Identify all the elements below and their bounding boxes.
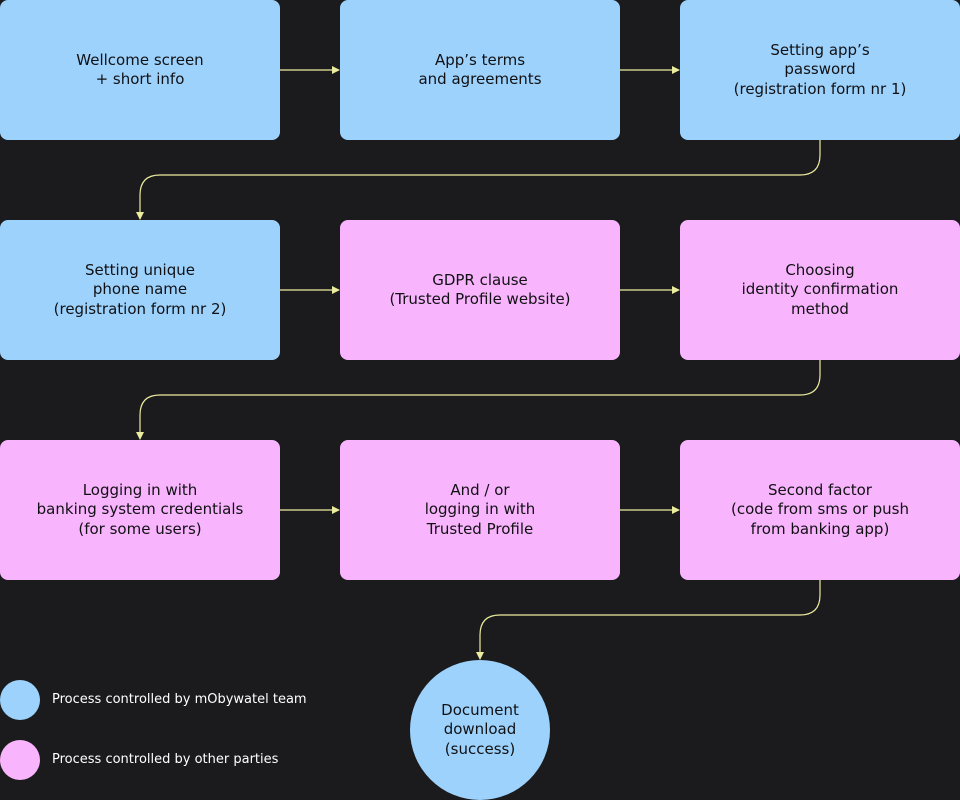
node-terms-and-agreements: App’s terms and agreements [340,0,620,140]
legend-team-label: Process controlled by mObywatel team [52,692,307,707]
arrow-identity-method-to-banking-login [136,360,821,440]
node-setting-password: Setting app’s password (registration for… [680,0,960,140]
node-second-factor-label: Second factor (code from sms or push fro… [731,480,909,538]
node-terms-and-agreements-label: App’s terms and agreements [418,50,542,89]
node-welcome-screen: Wellcome screen + short info [0,0,280,140]
node-banking-login-label: Logging in with banking system credentia… [36,480,244,538]
legend-other-swatch [0,740,40,780]
node-gdpr-clause-label: GDPR clause (Trusted Profile website) [389,270,571,309]
arrow-second-factor-to-download [476,580,821,660]
node-setting-phone-name-label: Setting unique phone name (registration … [53,260,227,318]
node-identity-method: Choosing identity confirmation method [680,220,960,360]
node-trusted-profile-login-label: And / or logging in with Trusted Profile [424,480,536,538]
node-document-download: Document download (success) [410,660,550,800]
node-welcome-screen-label: Wellcome screen + short info [76,50,204,89]
node-setting-phone-name: Setting unique phone name (registration … [0,220,280,360]
node-document-download-label: Document download (success) [441,700,519,758]
arrow-password-to-phone-name [136,140,821,220]
node-trusted-profile-login: And / or logging in with Trusted Profile [340,440,620,580]
node-setting-password-label: Setting app’s password (registration for… [733,40,907,98]
legend-other-label: Process controlled by other parties [52,752,279,767]
node-gdpr-clause: GDPR clause (Trusted Profile website) [340,220,620,360]
node-identity-method-label: Choosing identity confirmation method [741,260,899,318]
legend-team-swatch [0,680,40,720]
node-second-factor: Second factor (code from sms or push fro… [680,440,960,580]
node-banking-login: Logging in with banking system credentia… [0,440,280,580]
